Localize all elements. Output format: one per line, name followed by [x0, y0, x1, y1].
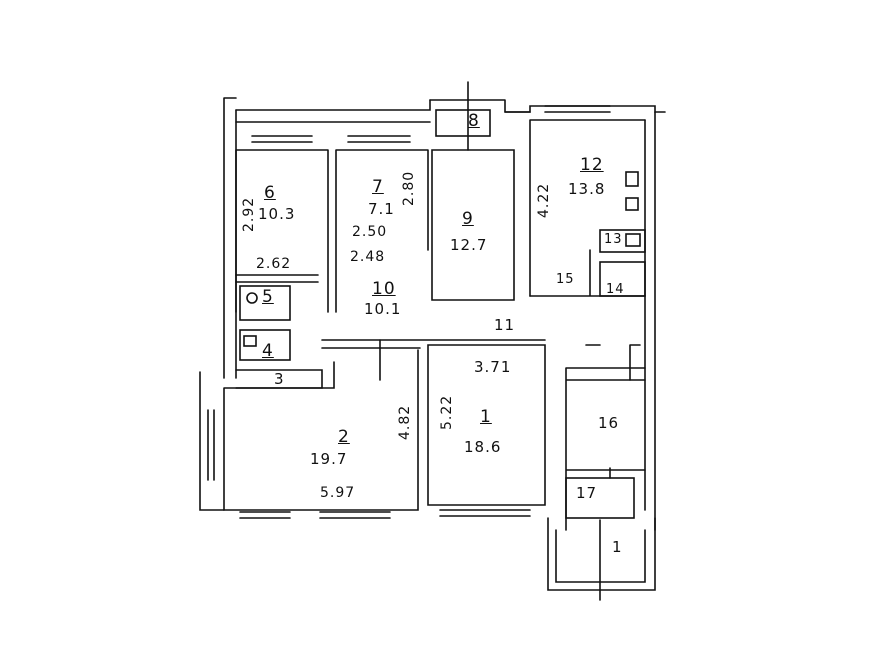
room-14-number: 14 — [606, 282, 625, 297]
room-17-number: 17 — [576, 484, 598, 502]
room-9-walls — [431, 149, 515, 301]
outer-wall-top — [235, 99, 431, 123]
room-7-number: 7 — [372, 177, 384, 197]
room-2-number: 2 — [338, 427, 350, 447]
dim-r7-side: 2.80 — [401, 170, 417, 206]
room-15-number: 15 — [556, 272, 575, 287]
room-10-number: 10 — [372, 279, 396, 299]
room-7-walls — [335, 149, 429, 313]
dim-r7-bottom: 2.48 — [350, 249, 386, 265]
dim-r6-side: 2.92 — [241, 196, 257, 232]
room-5-number: 5 — [262, 287, 274, 307]
dim-r5-top: 2.62 — [256, 256, 292, 272]
room-1-area: 18.6 — [464, 438, 502, 456]
dim-r2-bottom: 5.97 — [320, 485, 356, 501]
room-13-number: 13 — [604, 232, 623, 247]
room-6-number: 6 — [264, 183, 276, 203]
room-2-area: 19.7 — [310, 450, 348, 468]
entry-1-number: 1 — [612, 538, 623, 556]
toilet-icon — [246, 292, 258, 304]
sink-icon — [625, 233, 641, 247]
room-9-number: 9 — [462, 209, 474, 229]
room-1-number: 1 — [480, 407, 492, 427]
room-16-number: 16 — [598, 414, 620, 432]
room-1-walls — [427, 344, 546, 506]
dim-r12-side: 4.22 — [536, 182, 552, 218]
room-10-area: 10.1 — [364, 300, 402, 318]
room-12-walls — [529, 119, 646, 297]
room-2-walls — [223, 349, 419, 511]
room-3-number: 3 — [274, 370, 285, 388]
dim-r2-side: 4.82 — [397, 404, 413, 440]
room-8-number: 8 — [468, 111, 480, 131]
room-17-walls — [565, 477, 635, 519]
dim-r7-width: 2.50 — [352, 224, 388, 240]
room-7-area: 7.1 — [368, 200, 395, 218]
entry-walls — [547, 517, 656, 591]
room-9-area: 12.7 — [450, 236, 488, 254]
room-4-number: 4 — [262, 341, 274, 361]
room-12-area: 13.8 — [568, 180, 606, 198]
outer-wall-right — [644, 111, 656, 531]
balcony-8 — [435, 109, 491, 137]
room-12-number: 12 — [580, 155, 604, 175]
room-11-area: 3.71 — [474, 358, 512, 376]
room-6-walls — [235, 149, 329, 313]
room-6-area: 10.3 — [258, 205, 296, 223]
room-11-number: 11 — [494, 316, 516, 334]
corridor-wall — [321, 339, 546, 349]
dim-r1-side: 5.22 — [439, 394, 455, 430]
room-16-walls — [565, 367, 646, 531]
outer-wall-left — [223, 97, 237, 379]
